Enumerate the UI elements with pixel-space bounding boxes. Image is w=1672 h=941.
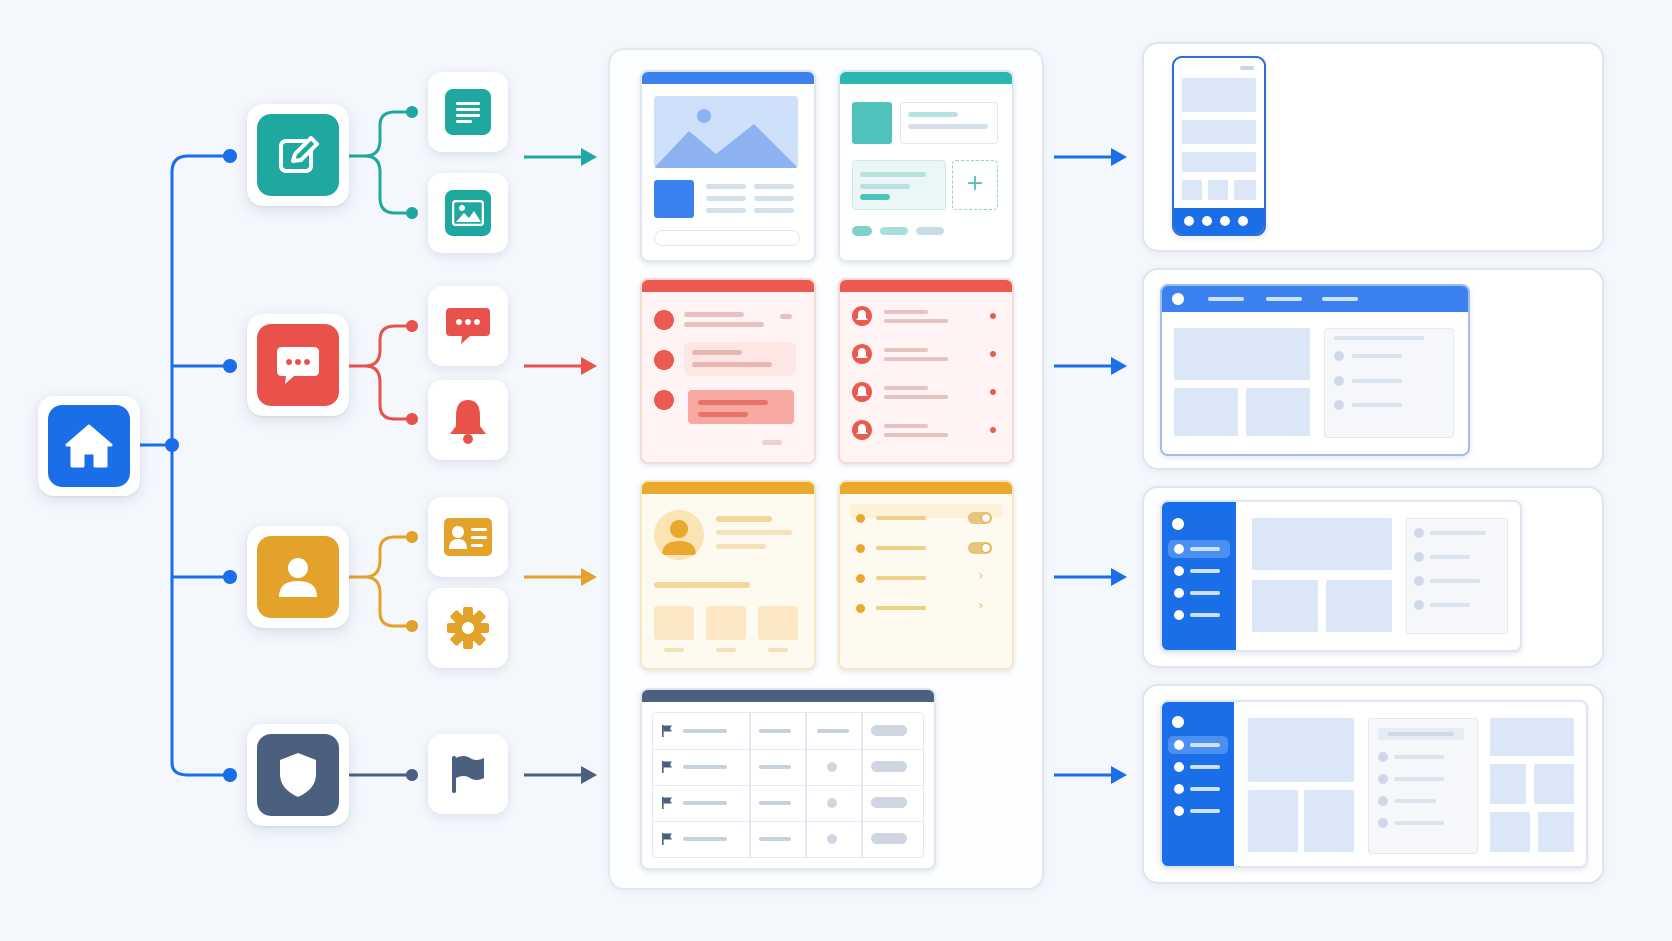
editor-screen[interactable]: + — [838, 70, 1014, 262]
messaging-node[interactable] — [247, 314, 349, 416]
column-divider — [749, 713, 751, 857]
messages-screen[interactable] — [640, 278, 816, 464]
notifications-screen[interactable] — [838, 278, 1014, 464]
table-row[interactable] — [653, 785, 923, 822]
settings-row[interactable] — [840, 506, 1012, 530]
dashboard-layout[interactable] — [1160, 700, 1588, 868]
column-divider — [805, 713, 807, 857]
chat-bubble-node[interactable] — [428, 286, 508, 366]
settings-row[interactable] — [840, 536, 1012, 560]
bell-icon — [852, 382, 872, 402]
image-icon — [445, 190, 491, 236]
table-row[interactable] — [653, 821, 923, 857]
avatar — [654, 510, 704, 560]
bell-icon — [446, 396, 490, 444]
chat-bubble-icon — [444, 304, 492, 348]
chevron-right-icon: › — [978, 598, 984, 614]
table-body — [652, 712, 924, 858]
settings-row[interactable]: › — [840, 596, 1012, 620]
flag-icon — [662, 833, 672, 845]
notification-row[interactable] — [840, 416, 1012, 444]
toggle-switch[interactable] — [968, 542, 992, 554]
notification-row[interactable] — [840, 378, 1012, 406]
junction-dot — [165, 438, 179, 452]
home-icon — [48, 405, 130, 487]
sidebar-nav[interactable] — [1162, 502, 1236, 650]
security-node[interactable] — [247, 724, 349, 826]
settings-row[interactable]: › — [840, 566, 1012, 590]
id-card-icon — [443, 517, 493, 557]
sidebar-layout[interactable] — [1160, 500, 1522, 652]
notification-row[interactable] — [840, 302, 1012, 330]
security-table[interactable] — [640, 688, 936, 870]
image-node[interactable] — [428, 173, 508, 253]
flag-icon — [662, 725, 672, 737]
content-node[interactable] — [247, 104, 349, 206]
document-node[interactable] — [428, 72, 508, 152]
web-header[interactable] — [1162, 286, 1468, 312]
shield-icon — [257, 734, 339, 816]
dashboard-sidebar[interactable] — [1162, 702, 1234, 866]
chevron-right-icon: › — [978, 568, 984, 584]
flag-icon — [448, 753, 488, 795]
bell-icon — [852, 420, 872, 440]
bell-icon — [852, 344, 872, 364]
image-placeholder — [654, 96, 798, 168]
mobile-layout[interactable] — [1172, 56, 1266, 236]
table-row[interactable] — [653, 713, 923, 750]
profile-node[interactable] — [247, 526, 349, 628]
web-layout[interactable] — [1160, 284, 1470, 456]
add-icon[interactable]: + — [952, 160, 998, 210]
flag-node[interactable] — [428, 734, 508, 814]
bell-node[interactable] — [428, 380, 508, 460]
column-divider — [861, 713, 863, 857]
home-node[interactable] — [38, 396, 140, 496]
profile-screen[interactable] — [640, 480, 816, 670]
id-card-node[interactable] — [428, 497, 508, 577]
flag-icon — [662, 797, 672, 809]
notification-row[interactable] — [840, 340, 1012, 368]
flag-icon — [662, 761, 672, 773]
gear-icon — [445, 605, 491, 651]
document-icon — [445, 89, 491, 135]
settings-screen[interactable]: ›› — [838, 480, 1014, 670]
toggle-switch[interactable] — [968, 512, 992, 524]
chat-icon — [257, 324, 339, 406]
edit-icon — [257, 114, 339, 196]
mobile-tab-bar[interactable] — [1174, 208, 1264, 234]
gallery-screen[interactable] — [640, 70, 816, 262]
user-icon — [257, 536, 339, 618]
bell-icon — [852, 306, 872, 326]
table-row[interactable] — [653, 749, 923, 786]
gear-node[interactable] — [428, 588, 508, 668]
